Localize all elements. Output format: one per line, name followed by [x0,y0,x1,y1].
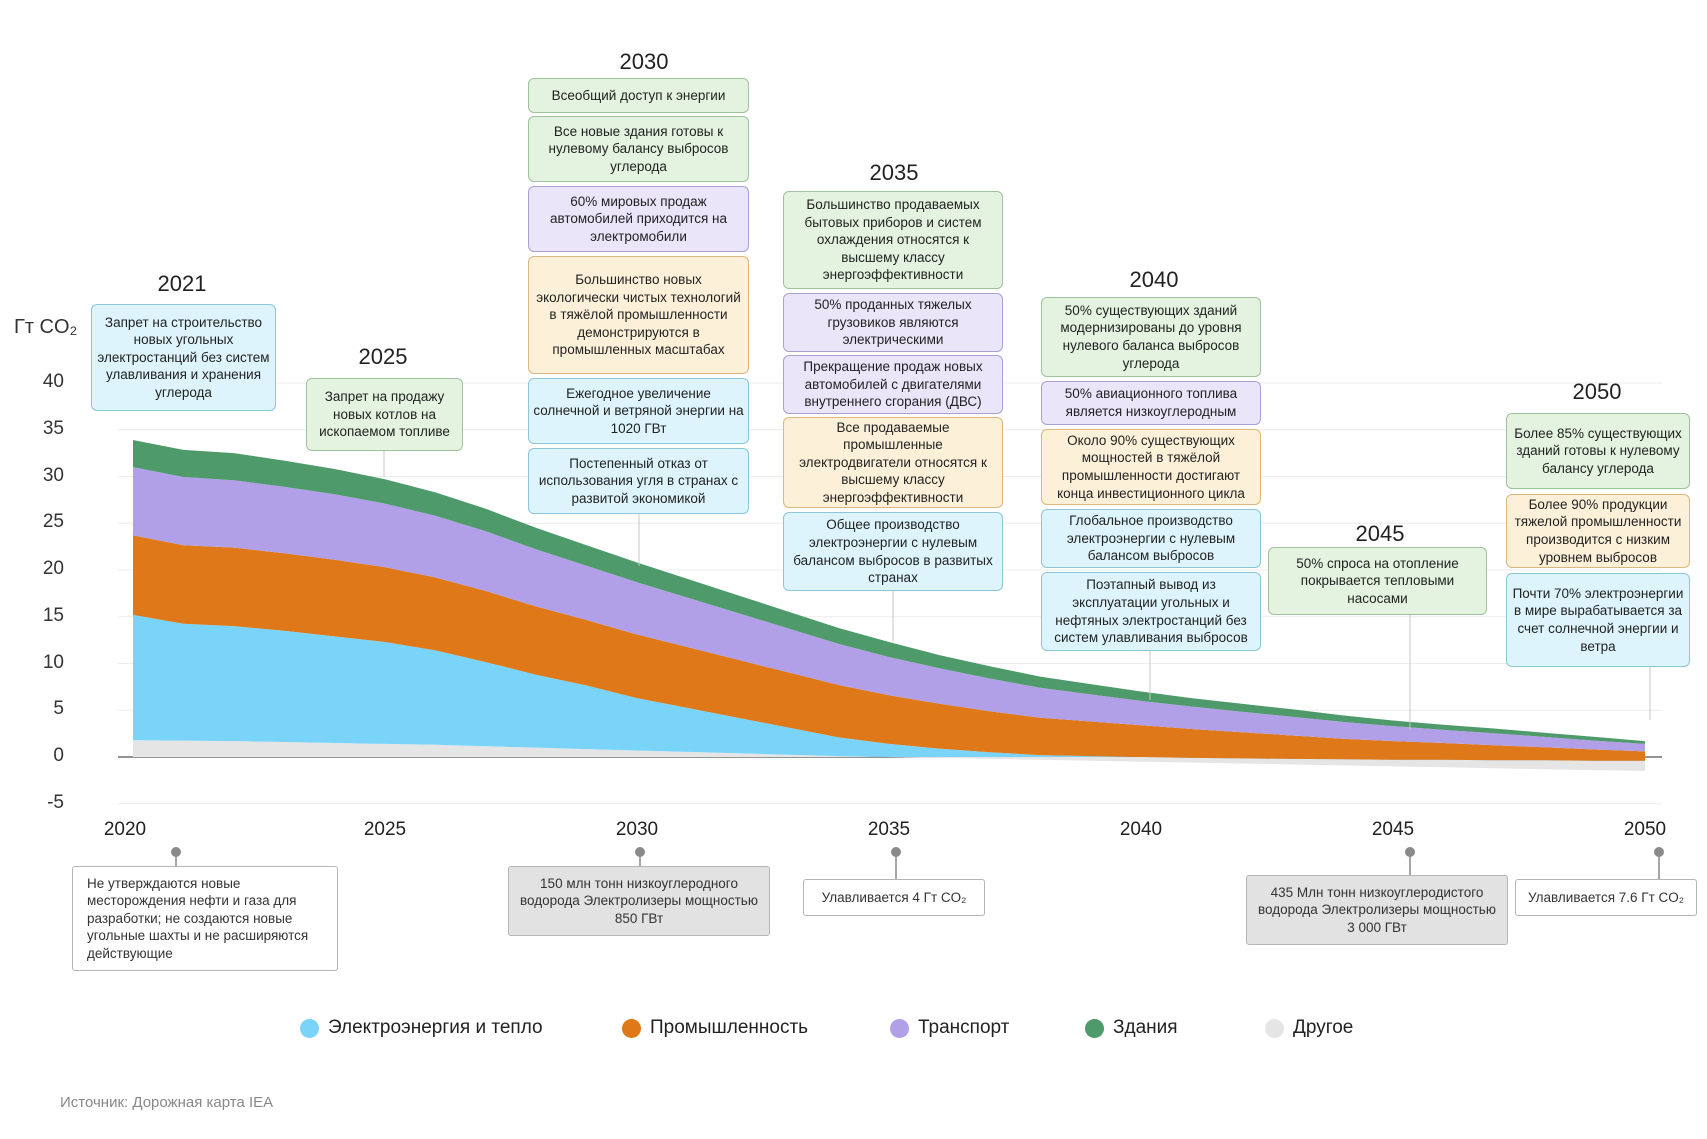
legend-label-buildings: Здания [1113,1017,1178,1038]
y-tick-label: 20 [42,558,64,579]
source-note: Источник: Дорожная карта IEA [60,1094,274,1111]
legend-swatch-buildings [1085,1018,1104,1038]
milestone-2050-item-3: Почти 70% электроэнергии в мире вырабаты… [1506,573,1690,667]
pin-2050 [1654,847,1664,857]
y-tick-label: 40 [42,371,64,392]
y-tick-label: 0 [53,745,64,766]
milestone-2050-item-1: Более 85% существующих зданий готовы к н… [1506,413,1690,489]
area-transport [133,467,1645,752]
milestone-year-2035: 2035 [869,160,919,185]
legend-swatch-industry [622,1018,641,1038]
milestone-year-2021: 2021 [157,271,207,296]
milestone-2030-item-1: Всеобщий доступ к энергии [528,78,749,113]
legend-item-buildings: Здания [1085,1017,1178,1039]
note-2035: Улавливается 4 Гт CO₂ [803,879,985,916]
legend-swatch-other [1265,1018,1284,1038]
milestone-year-2050: 2050 [1572,379,1622,404]
pin-2035 [891,847,901,857]
milestone-2040-item-1: 50% существующих зданий модернизированы … [1041,297,1261,377]
milestone-2035-item-5: Общее производство электроэнергии с нуле… [783,512,1003,591]
y-tick-label: 30 [42,464,64,486]
y-tick-label: 25 [42,511,64,533]
pin-2030 [635,847,645,857]
milestone-2035-item-1: Большинство продаваемых бытовых приборов… [783,191,1003,289]
leader-lines [171,451,1664,879]
pin-2020 [171,847,181,857]
x-tick-label: 2025 [363,819,407,840]
note-2050: Улавливается 7.6 Гт CO₂ [1515,879,1697,916]
milestone-year-2025: 2025 [358,344,408,369]
milestone-2040-item-4: Глобальное производство электроэнергии с… [1041,509,1261,568]
x-tick-label: 2040 [1119,819,1163,840]
milestone-2025-boiler-ban: Запрет на продажу новых котлов на ископа… [306,378,463,451]
milestone-2030-item-6: Постепенный отказ от использования угля … [528,448,749,514]
area-buildings [133,440,1645,744]
note-2045: 435 Млн тонн низкоуглеродистого водорода… [1246,875,1508,945]
area-industry [133,535,1645,761]
legend-label-industry: Промышленность [650,1017,809,1038]
milestone-2045-heat-pumps: 50% спроса на отопление покрывается тепл… [1268,547,1487,615]
legend-item-other: Другое [1265,1017,1353,1039]
x-tick-label: 2050 [1623,819,1667,840]
milestone-year-2040: 2040 [1129,267,1179,292]
milestone-2050-item-2: Более 90% продукции тяжелой промышленнос… [1506,494,1690,568]
legend-swatch-transport [890,1018,909,1038]
legend-item-transport: Транспорт [890,1017,1009,1039]
note-2030: 150 млн тонн низкоуглеродного водорода Э… [508,866,770,936]
y-axis-label: Гт CO₂ [14,316,78,338]
legend-item-power: Электроэнергия и тепло [300,1017,543,1039]
milestone-year-2030: 2030 [619,49,669,74]
x-tick-label: 2030 [615,819,659,840]
legend-item-industry: Промышленность [622,1017,808,1039]
x-tick-label: 2045 [1371,819,1415,840]
milestone-2030-item-5: Ежегодное увеличение солнечной и ветряно… [528,378,749,444]
milestone-2040-item-2: 50% авиационного топлива является низкоу… [1041,381,1261,425]
area-power-heat [133,614,1645,761]
milestone-2030-item-3: 60% мировых продаж автомобилей приходитс… [528,186,749,252]
legend-label-power: Электроэнергия и тепло [328,1017,543,1038]
legend-label-other: Другое [1293,1017,1354,1038]
milestone-year-2045: 2045 [1355,521,1405,546]
milestone-2030-item-4: Большинство новых экологически чистых те… [528,256,749,374]
area-other [133,740,1645,771]
stacked-areas [133,440,1645,771]
milestone-2040-item-5: Поэтапный вывод из эксплуатации угольных… [1041,572,1261,651]
milestone-2035-item-4: Все продаваемые промышленные электродвиг… [783,417,1003,508]
milestone-2021-coal-ban: Запрет на строительство новых угольных э… [91,304,276,411]
y-tick-label: -5 [47,791,64,813]
x-tick-label: 2035 [867,819,911,840]
legend-label-transport: Транспорт [918,1017,1010,1038]
y-tick-label: 10 [42,651,64,673]
x-tick-label: 2020 [103,819,147,840]
legend-swatch-power [300,1018,319,1038]
y-tick-label: 15 [42,604,64,626]
pin-2045 [1405,847,1415,857]
milestone-2035-item-2: 50% проданных тяжелых грузовиков являютс… [783,293,1003,352]
milestone-2035-item-3: Прекращение продаж новых автомобилей с д… [783,355,1003,414]
note-2020: Не утверждаются новые месторождения нефт… [72,866,338,971]
y-tick-label: 35 [42,417,64,439]
milestone-2040-item-3: Около 90% существующих мощностей в тяжёл… [1041,429,1261,505]
y-tick-label: 5 [53,698,64,720]
milestone-2030-item-2: Все новые здания готовы к нулевому балан… [528,116,749,182]
